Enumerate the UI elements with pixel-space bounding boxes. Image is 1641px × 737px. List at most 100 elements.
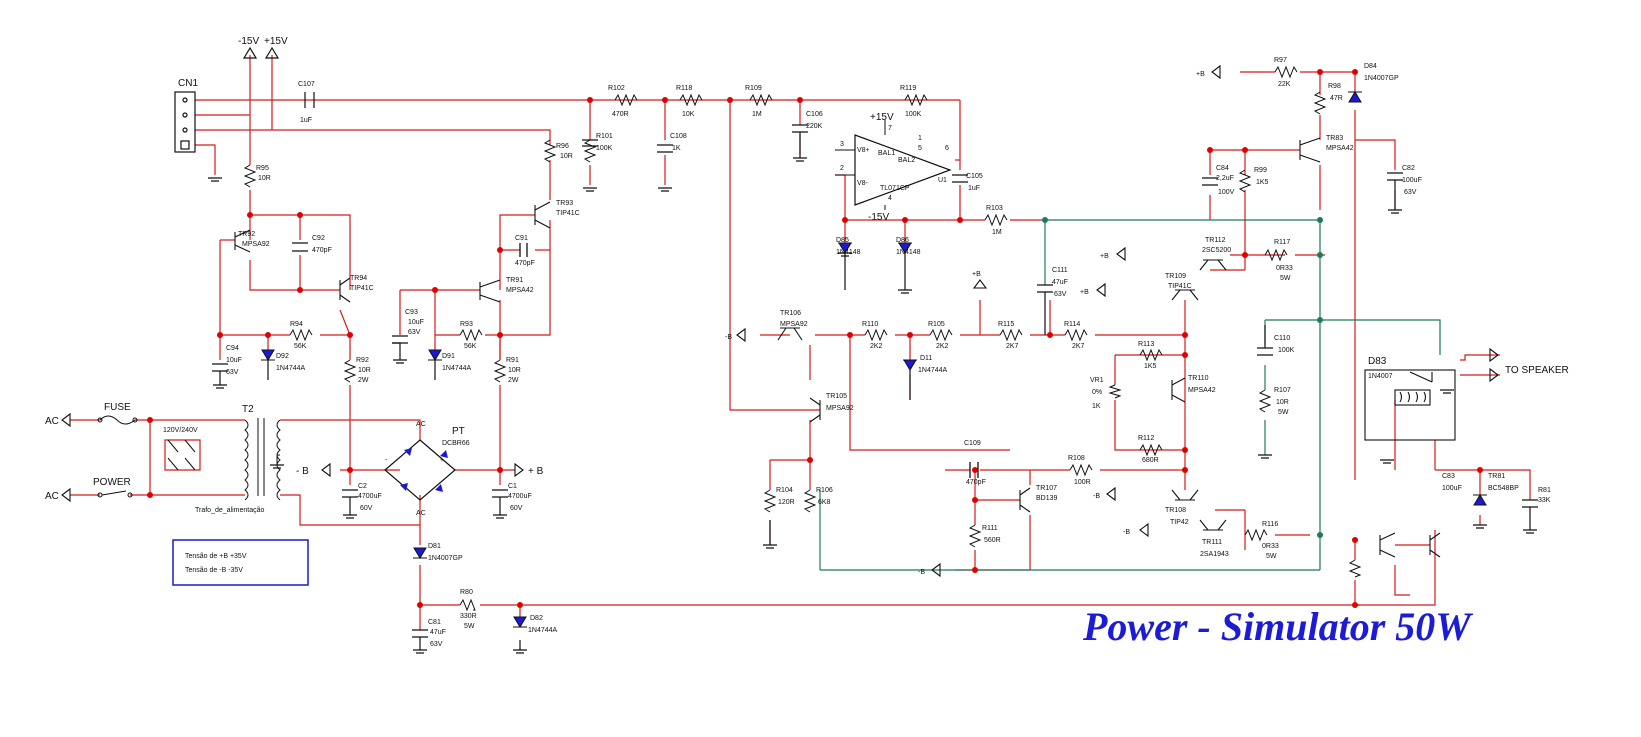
connector-cn1: CN1 bbox=[174, 78, 198, 153]
label-r98-val: 47R bbox=[1330, 95, 1343, 102]
label-r99-val: 1K5 bbox=[1256, 179, 1269, 186]
label-c84-val: 2,2uF bbox=[1216, 175, 1234, 182]
label-r103-val: 1M bbox=[992, 229, 1002, 236]
label-c93-ref: C93 bbox=[405, 309, 418, 316]
label-c2-val: 4700uF bbox=[358, 493, 382, 500]
label-r115-val: 2K7 bbox=[1006, 343, 1019, 350]
opamp-part: TL071CP bbox=[880, 185, 910, 192]
label-r110-ref: R110 bbox=[862, 321, 878, 328]
label-c82-v: 63V bbox=[1404, 189, 1417, 196]
opamp-pin-vm: V8- bbox=[857, 180, 869, 187]
label-r119-val: 100K bbox=[905, 111, 922, 118]
rail-arrows bbox=[242, 46, 280, 59]
label-r96-ref: R96 bbox=[556, 143, 569, 150]
label-c83-ref: R81 bbox=[1538, 487, 1551, 494]
label-r118-ref: R118 bbox=[676, 85, 692, 92]
label-c94-ref: C94 bbox=[226, 345, 239, 352]
label-c81-ref: C81 bbox=[428, 619, 441, 626]
label-c92-val: 470pF bbox=[312, 247, 332, 254]
label-tr92-ref: TR92 bbox=[238, 231, 255, 238]
label-tr111-val: 2SA1943 bbox=[1200, 551, 1229, 558]
c107-val: 1uF bbox=[300, 117, 312, 124]
opamp-pin-vp: V8+ bbox=[857, 147, 870, 154]
label-c1-ref: C1 bbox=[508, 483, 517, 490]
label-r103-ref: R103 bbox=[986, 205, 1003, 212]
label-c91-val: 470pF bbox=[515, 260, 535, 267]
label-tr110-ref: TR110 bbox=[1188, 375, 1209, 382]
label-d92-ref: D92 bbox=[276, 353, 289, 360]
label-r80-v: 5W bbox=[464, 623, 475, 630]
label-r97-ref: R97 bbox=[1274, 57, 1287, 64]
net-b-minus-3: -B bbox=[1123, 529, 1130, 536]
label-tr107-ref: TR107 bbox=[1036, 485, 1057, 492]
label-c106-val: 220K bbox=[806, 123, 823, 130]
label-c81-v: 63V bbox=[430, 641, 443, 648]
label-d84-val: 1N4007GP bbox=[1364, 75, 1399, 82]
label-r106-ref: R106 bbox=[816, 487, 833, 494]
page-title: Power - Simulator 50W bbox=[1082, 604, 1473, 649]
label-vr1-val: 1K bbox=[1092, 403, 1101, 410]
label-tr108-ref: TR108 bbox=[1165, 507, 1186, 514]
label-c91-ref: C91 bbox=[515, 235, 528, 242]
label-r105-val: 2K2 bbox=[936, 343, 949, 350]
label-r95-ref: R95 bbox=[256, 165, 269, 172]
label-r94-ref: R94 bbox=[290, 321, 303, 328]
label-r107-val: 10R bbox=[1276, 399, 1289, 406]
label-r91-val: 10R bbox=[508, 367, 521, 374]
net-b-plus-3: +B bbox=[972, 271, 981, 278]
label-c1-val: 4700uF bbox=[508, 493, 532, 500]
transformer-t2 bbox=[244, 418, 281, 501]
label-r91-ref: R91 bbox=[506, 357, 519, 364]
relay-ref: D83 bbox=[1368, 356, 1387, 367]
label-r94-val: 56K bbox=[294, 343, 307, 350]
label-r115-ref: R115 bbox=[998, 321, 1014, 328]
net-minus-b-left: - B bbox=[296, 466, 309, 477]
opamp-pin-6: 6 bbox=[945, 145, 949, 152]
rail-neg15-label: -15V bbox=[238, 36, 259, 47]
label-c108-val: 1K bbox=[672, 145, 681, 152]
label-tr112-ref: TR112 bbox=[1205, 237, 1226, 244]
supply-note-line-1: Tensão de +B +35V bbox=[185, 553, 247, 560]
label-r111-ref: R111 bbox=[982, 525, 998, 532]
label-r102-ref: R102 bbox=[608, 85, 625, 92]
label-c82-ref: C82 bbox=[1402, 165, 1415, 172]
opamp-pin-3: 3 bbox=[840, 141, 844, 148]
opamp-pin-2: 2 bbox=[840, 165, 844, 172]
label-tr92-val: MPSA92 bbox=[242, 241, 270, 248]
ac-top-label: AC bbox=[45, 416, 59, 427]
bridge-ac2: AC bbox=[416, 510, 426, 517]
capacitor-leads bbox=[219, 132, 1531, 650]
label-c2-v: 60V bbox=[360, 505, 373, 512]
opamp-bal1: BAL1 bbox=[878, 150, 895, 157]
red-wires bbox=[70, 55, 1531, 630]
label-vr1-pct: 0% bbox=[1092, 389, 1102, 396]
label-c82-val: 100uF bbox=[1402, 177, 1422, 184]
label-tr105-val: MPSA92 bbox=[826, 405, 854, 412]
label-c105-val: 1uF bbox=[968, 185, 980, 192]
label-r117-ref: R117 bbox=[1274, 239, 1290, 246]
opamp-vminus: -15V bbox=[868, 212, 889, 223]
rail-pos15-label: +15V bbox=[264, 36, 288, 47]
label-d91-val: 1N4744A bbox=[442, 365, 472, 372]
label-r93-ref: R93 bbox=[460, 321, 473, 328]
label-r91-v: 2W bbox=[508, 377, 519, 384]
label-c108-ref: C108 bbox=[670, 133, 687, 140]
bridge-plus: + bbox=[440, 457, 444, 464]
selector-label: 120V/240V bbox=[163, 427, 198, 434]
label-tr91-ref: TR91 bbox=[506, 277, 523, 284]
label-tr93-val: TIP41C bbox=[556, 210, 580, 217]
label-tr94-ref: TR94 bbox=[350, 275, 367, 282]
opamp-pin-5: 5 bbox=[918, 145, 922, 152]
label-r92-ref: R92 bbox=[356, 357, 369, 364]
label-r107-ref: R107 bbox=[1274, 387, 1291, 394]
to-speaker-label: TO SPEAKER bbox=[1505, 365, 1569, 376]
label-d82-ref: D82 bbox=[530, 615, 543, 622]
label-r117-val: 0R33 bbox=[1276, 265, 1293, 272]
c107-ref: C107 bbox=[298, 81, 315, 88]
label-c94-val: 10uF bbox=[226, 357, 242, 364]
label-r108-val: 100R bbox=[1074, 479, 1091, 486]
label-r104-val: 120R bbox=[778, 499, 795, 506]
label-c111-v: 63V bbox=[1054, 291, 1067, 298]
label-r112-ref: R112 bbox=[1138, 435, 1154, 442]
